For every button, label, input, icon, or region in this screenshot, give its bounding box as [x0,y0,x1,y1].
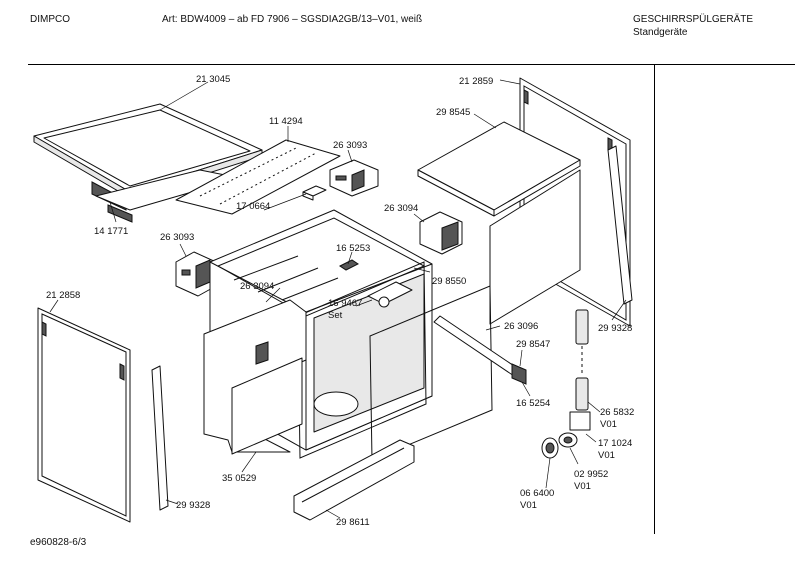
label-170664: 17 0664 [236,201,270,212]
label-265832-variant: V01 [600,419,617,430]
label-299328-right: 29 9328 [598,323,632,334]
leader-lines [49,79,627,519]
label-350529: 35 0529 [222,473,256,484]
bracket-top-part [329,159,379,197]
label-298547: 29 8547 [516,339,550,350]
label-171024-variant: V01 [598,450,615,461]
label-165254: 16 5254 [516,398,550,409]
label-263094-right: 26 3094 [384,203,418,214]
subcategory-label: Standgeräte [633,27,688,38]
label-029952-variant: V01 [574,481,591,492]
rail-part [433,315,527,385]
side-divider [654,64,655,534]
side-strip-left-part [151,365,169,511]
front-cover-part [203,299,307,455]
side-strip-right-part [607,145,633,305]
label-066400: 06 6400 [520,488,554,499]
bracket-right-part [419,211,463,255]
footer-code: e960828-6/3 [30,537,87,548]
label-169467: 16 9467 [328,298,362,309]
insulation-mat-part [175,139,341,215]
header-divider [28,64,795,65]
label-298545: 29 8545 [436,107,470,118]
brand-label: DIMPCO [30,14,70,25]
worktop-part [33,103,263,223]
label-212858: 21 2858 [46,290,80,301]
label-141771: 14 1771 [94,226,128,237]
label-169467-set: Set [328,310,343,321]
label-299328-left: 29 9328 [176,500,210,511]
label-066400-variant: V01 [520,500,537,511]
label-298611: 29 8611 [336,517,370,528]
small-part-165253 [339,259,359,271]
label-263096: 26 3096 [504,321,538,332]
category-label: GESCHIRRSPÜLGERÄTE [633,14,754,25]
label-298550: 29 8550 [432,276,466,287]
label-029952: 02 9952 [574,469,608,480]
label-171024: 17 1024 [598,438,632,449]
label-265832: 26 5832 [600,407,634,418]
label-114294: 11 4294 [269,116,303,127]
drain-hose-part [541,309,591,459]
bracket-left-part [175,251,217,297]
spray-bracket-part [367,281,413,308]
article-title: Art: BDW4009 – ab FD 7906 – SGSDIA2GB/13… [162,14,423,25]
label-263093-left: 26 3093 [160,232,194,243]
label-263094-center: 26 3094 [240,281,274,292]
plinth-part [293,439,415,521]
label-263093-top: 26 3093 [333,140,367,151]
side-panel-left-part [37,307,131,523]
label-212859: 21 2859 [459,76,493,87]
label-213045: 21 3045 [196,74,230,85]
base-panel-part [417,121,581,325]
clip-part [302,185,327,201]
label-165253: 16 5253 [336,243,370,254]
